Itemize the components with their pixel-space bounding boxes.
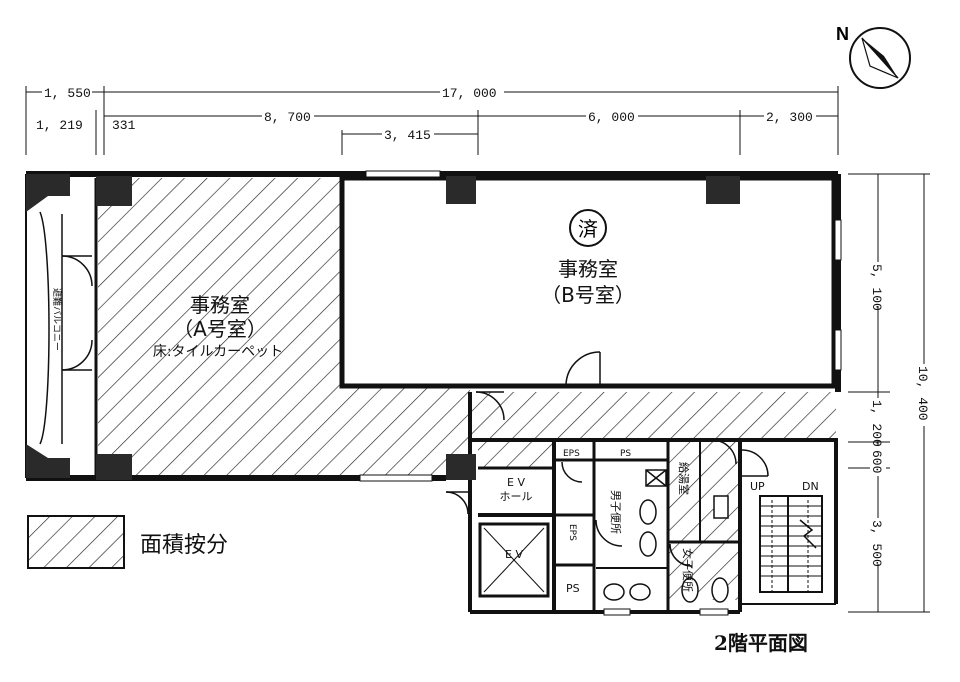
ps-top-label: PS	[620, 449, 631, 459]
hatched-areas	[98, 178, 836, 600]
eps-top-label: EPS	[563, 449, 580, 459]
windows	[359, 170, 842, 616]
ev-hall-label-2: ホール	[500, 490, 533, 503]
doors	[445, 351, 769, 567]
stairs	[759, 495, 823, 593]
compass: N	[836, 24, 911, 89]
balcony-label: 避難バルコニー	[51, 288, 63, 351]
dim-1219: 1, 219	[36, 118, 83, 133]
ev-label: E V	[505, 548, 523, 561]
dim-8700: 8, 700	[264, 110, 311, 125]
dim-3415: 3, 415	[384, 128, 431, 143]
dim-10400: 10, 400	[915, 366, 930, 421]
stairs-up-label: UP	[750, 480, 765, 493]
mens-toilet-label: 男子便所	[609, 490, 622, 534]
office-b-title: 事務室	[558, 257, 618, 281]
legend: 面積按分	[27, 515, 228, 569]
elevator-car	[483, 527, 545, 593]
legend-hatch-swatch	[27, 515, 125, 569]
office-a-title: 事務室	[190, 293, 250, 317]
dim-17000: 17, 000	[442, 86, 497, 101]
toilet-fixtures	[603, 469, 729, 603]
stairs-down-label: DN	[802, 480, 819, 493]
dim-331: 331	[112, 118, 136, 133]
ev-hall-label: E V	[507, 476, 525, 489]
dim-1200: 1, 200	[869, 400, 884, 447]
plan-title: 2階平面図	[714, 631, 808, 655]
kitchenette-label: 給湯室	[677, 462, 691, 495]
dim-6000: 6, 000	[588, 110, 635, 125]
ps-bottom-label: PS	[566, 582, 580, 595]
dim-2300: 2, 300	[766, 110, 813, 125]
leased-mark-icon	[569, 209, 607, 247]
office-a-floor-note: 床:タイルカーペット	[153, 344, 283, 360]
dim-1550: 1, 550	[44, 86, 91, 101]
office-b-number: （B号室）	[541, 283, 635, 307]
legend-label: 面積按分	[140, 533, 228, 558]
leased-mark-label: 済	[578, 217, 598, 241]
compass-north-label: N	[836, 24, 849, 44]
womens-toilet-label: 女子便所	[681, 548, 695, 592]
balcony	[39, 211, 93, 445]
dim-3500: 3, 500	[869, 520, 884, 567]
dim-600: 600	[869, 450, 884, 473]
top-dimensions	[25, 86, 839, 155]
dim-5100: 5, 100	[869, 264, 884, 311]
office-a-number: （A号室）	[173, 317, 267, 341]
columns	[26, 174, 740, 480]
eps-mid-label: EPS	[567, 524, 577, 541]
